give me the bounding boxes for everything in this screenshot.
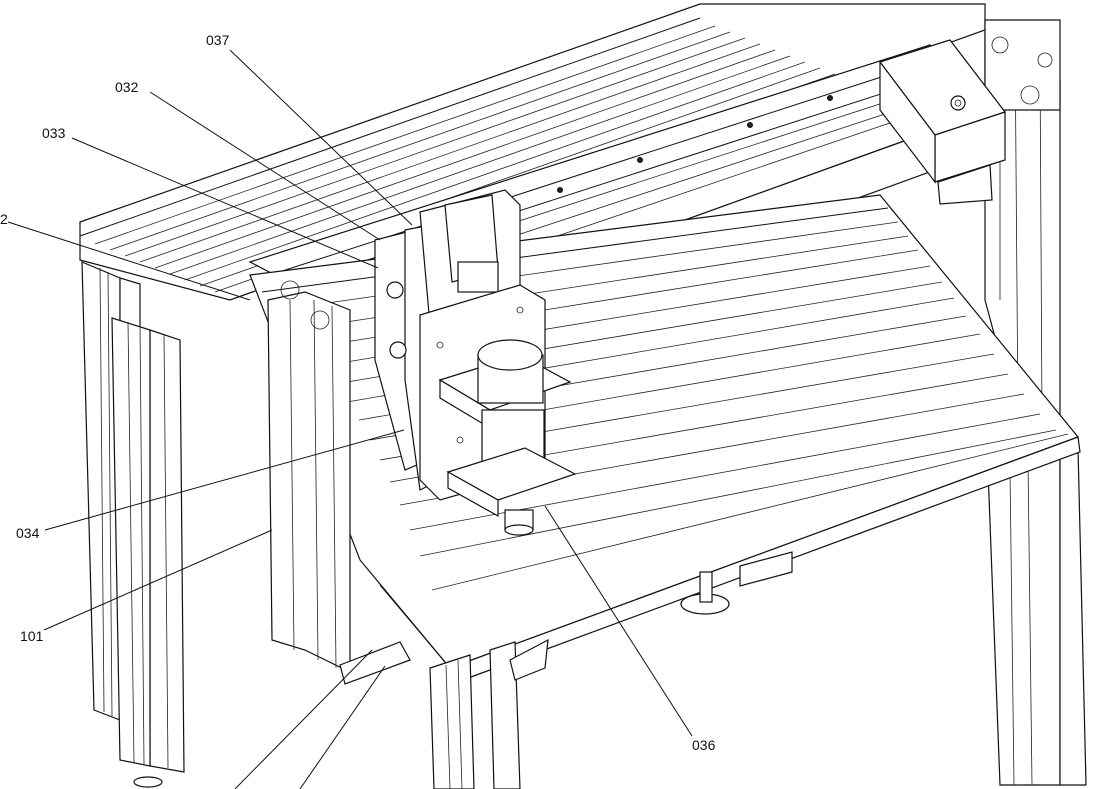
front-left-legs bbox=[429, 638, 549, 789]
callout-036: 036 bbox=[692, 737, 716, 753]
callout-037: 037 bbox=[206, 32, 230, 48]
callout-034: 034 bbox=[16, 525, 40, 541]
callout-labels: 037 032 033 2 034 101 036 bbox=[0, 32, 716, 753]
callout-2: 2 bbox=[0, 211, 8, 227]
callout-032: 032 bbox=[115, 79, 139, 95]
callout-033: 033 bbox=[42, 125, 66, 141]
under-table-hardware bbox=[680, 551, 793, 615]
gantry-end-plate bbox=[879, 39, 1006, 205]
front-right-legs bbox=[987, 439, 1087, 786]
callout-101: 101 bbox=[20, 628, 44, 644]
back-left-legs bbox=[81, 261, 185, 788]
spindle-motor bbox=[438, 339, 577, 536]
leader-lines bbox=[7, 49, 693, 789]
